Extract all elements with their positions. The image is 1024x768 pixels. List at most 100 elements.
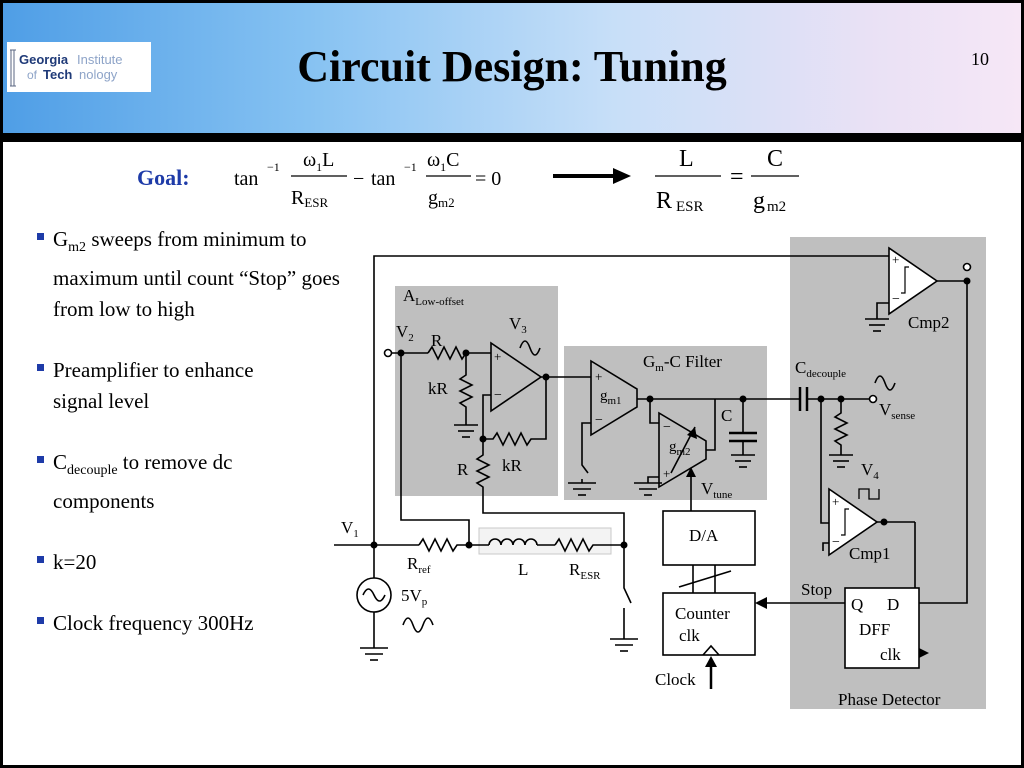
gm1-ota-icon xyxy=(590,359,638,437)
resr-resistor xyxy=(554,537,624,553)
counter-clk-label: clk xyxy=(679,626,700,645)
circuit-diagram: ALow-offset Gm-C Filter Phase Detector V… xyxy=(334,237,986,709)
wire-cmp2-dff xyxy=(919,281,968,604)
switch xyxy=(623,545,632,604)
minus-sign: − xyxy=(353,168,364,190)
r2-label: R xyxy=(457,460,469,479)
wire xyxy=(647,476,659,483)
gm1-label: gm1 xyxy=(600,388,622,407)
clock-input-icon xyxy=(702,644,720,656)
sine-wave-icon xyxy=(402,617,434,633)
bias-resistor xyxy=(833,399,849,455)
counter-label: Counter xyxy=(675,604,730,623)
cmp1-label: Cmp1 xyxy=(849,544,891,563)
preamp-opamp-icon xyxy=(490,341,543,413)
r2-resistor xyxy=(475,439,625,545)
gm2-den: gm2 xyxy=(428,187,455,210)
wire-v1-cmp2 xyxy=(373,255,889,545)
ground-icon xyxy=(829,454,853,468)
stop-label: Stop xyxy=(801,580,832,599)
l-label: L xyxy=(518,560,528,579)
gmc-filter-label: Gm-C Filter xyxy=(643,352,722,374)
logo-institute: Institute xyxy=(77,52,123,67)
gm2-ota-icon xyxy=(658,411,707,489)
tan-1: tan xyxy=(234,168,258,190)
vsense-label: Vsense xyxy=(879,400,915,422)
wire xyxy=(706,399,716,451)
inductor-l xyxy=(488,538,538,546)
kr2-label: kR xyxy=(502,456,523,475)
rref-label: Rref xyxy=(407,554,431,576)
ota2-plus: + xyxy=(663,466,670,481)
node-dot xyxy=(880,518,888,526)
ota-plus: + xyxy=(595,369,602,384)
dff-label: DFF xyxy=(859,620,890,639)
cmp1-minus: − xyxy=(832,535,840,550)
cmp1-comparator-icon xyxy=(828,487,879,557)
cmp2-comparator-icon xyxy=(888,246,939,316)
v1-label: V1 xyxy=(341,518,359,540)
vsense-terminal xyxy=(868,394,878,404)
v2-label: V2 xyxy=(396,322,414,344)
wire xyxy=(649,399,659,424)
kr-resistor xyxy=(458,353,474,425)
goal-equations: tan −1 ω1L RESR − tan −1 ω1C gm2 = 0 L R… xyxy=(234,146,799,215)
equals-sign: = xyxy=(730,164,744,190)
bullet-item: k=20 xyxy=(37,547,367,578)
vtune-arrow xyxy=(686,467,696,477)
ground-icon xyxy=(360,647,388,661)
counter-block xyxy=(662,592,756,656)
cmp2-minus: − xyxy=(892,292,900,307)
georgia-tech-logo: Georgia Institute of Tech nology xyxy=(7,42,151,92)
wire-to-cmp1 xyxy=(820,399,829,524)
cmp2-label: Cmp2 xyxy=(908,313,950,332)
hysteresis-icon xyxy=(841,508,849,536)
inv-1: −1 xyxy=(267,160,280,174)
ground-icon xyxy=(634,482,662,496)
bullet-list: Gm2 sweeps from minimum to maximum until… xyxy=(37,224,367,669)
cmp1-plus: + xyxy=(832,494,839,509)
square-wave-icon xyxy=(858,488,880,500)
v4-label: V4 xyxy=(861,460,879,482)
page-number: 10 xyxy=(971,49,989,69)
da-block xyxy=(662,510,756,566)
sine-wave-icon xyxy=(519,340,541,356)
bus-slash xyxy=(678,570,732,588)
tuning-equation: tan −1 ω1L RESR − tan −1 ω1C gm2 = 0 xyxy=(234,149,501,210)
logo-georgia: Georgia xyxy=(19,52,69,67)
resr-label: RESR xyxy=(569,560,601,582)
wire xyxy=(482,394,491,439)
ground-icon xyxy=(610,638,638,652)
c-num: C xyxy=(767,146,783,172)
equals-zero: = 0 xyxy=(475,168,501,190)
gmc-filter-block xyxy=(564,346,767,500)
dff-d-label: D xyxy=(887,595,899,614)
wire xyxy=(822,542,829,551)
hysteresis-icon xyxy=(901,266,909,294)
wire xyxy=(876,302,889,319)
v3-label: V3 xyxy=(509,314,527,336)
r-label: R xyxy=(431,331,443,350)
kr2-resistor xyxy=(483,377,547,447)
c-label: C xyxy=(721,406,732,425)
source-sine xyxy=(362,588,386,602)
ground-icon xyxy=(454,424,478,438)
cmp2-out-terminal xyxy=(962,262,972,272)
ota-minus: − xyxy=(595,413,603,428)
l-num: L xyxy=(679,146,694,172)
tunable-arrow-head xyxy=(687,427,697,439)
a-lowoffset-label: ALow-offset xyxy=(403,286,464,308)
v2-terminal xyxy=(383,348,393,358)
ota2-minus: − xyxy=(663,420,671,435)
tan-2: tan xyxy=(371,168,395,190)
logo-of: of xyxy=(27,68,38,82)
clock-label: Clock xyxy=(655,670,696,689)
da-label: D/A xyxy=(689,526,719,545)
bullet-item: Gm2 sweeps from minimum to maximum until… xyxy=(37,224,371,325)
slide-title: Circuit Design: Tuning xyxy=(297,42,727,91)
vtune-label: Vtune xyxy=(701,479,732,501)
inv-2: −1 xyxy=(404,160,417,174)
bullet-icon xyxy=(37,364,44,372)
